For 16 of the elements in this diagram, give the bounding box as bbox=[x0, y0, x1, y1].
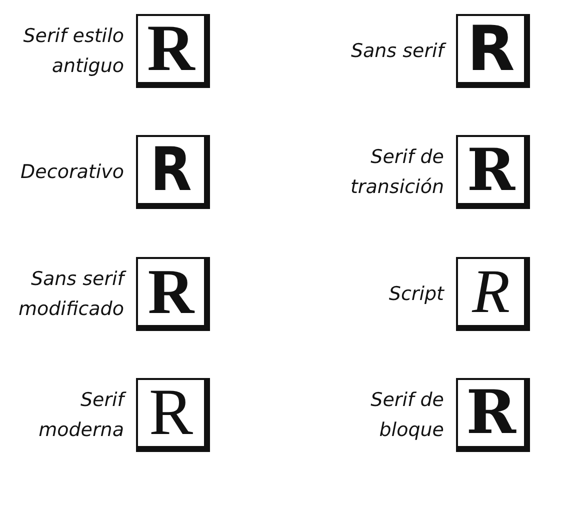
letter-sample-box: R bbox=[136, 378, 210, 452]
style-caption: Serif moderna bbox=[4, 385, 124, 445]
style-caption: Script bbox=[388, 282, 444, 307]
letter-sample-box: R bbox=[136, 257, 210, 331]
style-caption: Sans serif bbox=[324, 36, 444, 66]
letter-sample-box: R bbox=[136, 135, 210, 209]
letter-sample-box: R bbox=[456, 14, 530, 88]
style-caption: Serif de bloque bbox=[370, 388, 444, 443]
letter-sample-box: R bbox=[456, 378, 530, 452]
style-caption: Decorativo bbox=[20, 160, 124, 185]
style-caption: Serif de transición bbox=[349, 145, 444, 200]
letter-sample-box: R bbox=[136, 14, 210, 88]
letter-sample-box: R bbox=[456, 135, 530, 209]
style-caption: Sans serif modificado bbox=[4, 264, 124, 324]
letter-sample-box: R bbox=[456, 257, 530, 331]
style-caption: Serif estilo antiguo bbox=[22, 24, 124, 79]
